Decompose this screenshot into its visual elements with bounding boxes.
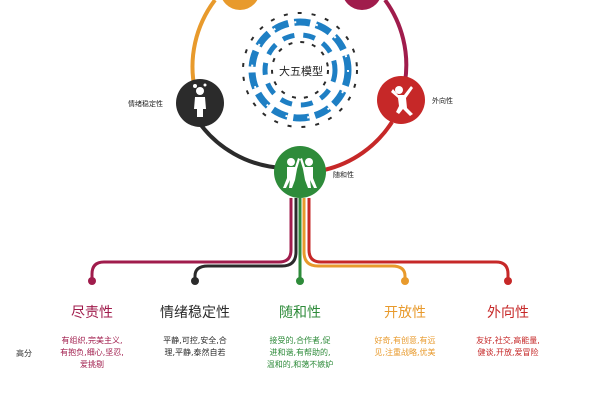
ring-arc-maroon bbox=[383, 0, 409, 83]
trait-title-agreeableness: 随和性 bbox=[279, 305, 321, 321]
ring-arc-black bbox=[194, 116, 285, 170]
trait-desc-extraversion: 友好,社交,高能量, 健谈,开放,爱冒险 bbox=[476, 336, 540, 357]
trait-title-openness: 开放性 bbox=[384, 305, 426, 321]
openness-node-top bbox=[222, 0, 258, 10]
center-label: 大五模型 bbox=[279, 65, 323, 78]
trait-title-neuroticism: 情绪稳定性 bbox=[160, 305, 230, 321]
endpoint-openness bbox=[401, 277, 409, 285]
trait-title-conscientiousness: 尽责性 bbox=[71, 305, 113, 321]
trait-title-extraversion: 外向性 bbox=[487, 305, 529, 321]
calm-person-icon bbox=[176, 79, 224, 127]
connector-extraversion bbox=[307, 198, 510, 278]
connector-conscientiousness bbox=[90, 198, 293, 278]
ring-arc-orange bbox=[190, 0, 217, 91]
row-label-high-score: 高分 bbox=[16, 349, 32, 358]
node-label-extraversion: 外向性 bbox=[432, 97, 453, 105]
endpoint-extraversion bbox=[504, 277, 512, 285]
trait-desc-neuroticism: 平静,可控,安全,合 理,平静,泰然自若 bbox=[163, 336, 227, 357]
endpoint-conscientiousness bbox=[88, 277, 96, 285]
connector-openness bbox=[302, 198, 407, 278]
dna-helix-ring-icon bbox=[242, 12, 358, 128]
connector-endpoints bbox=[88, 277, 512, 285]
two-people-high-five-icon bbox=[274, 146, 326, 198]
conscientiousness-node-top bbox=[344, 0, 380, 10]
node-label-agreeableness: 随和性 bbox=[333, 171, 354, 179]
endpoint-neuroticism bbox=[191, 277, 199, 285]
trait-desc-agreeableness: 接受的,合作者,促 进和谐,有帮助的, 温和的,和蔼不嫉妒 bbox=[266, 336, 334, 369]
node-label-neuroticism: 情绪稳定性 bbox=[128, 100, 163, 108]
ring-arc-red bbox=[323, 120, 394, 172]
endpoint-agreeableness bbox=[296, 277, 304, 285]
trait-desc-openness: 好奇,有创意,有远 见,注重战略,优美 bbox=[374, 336, 436, 357]
connector-neuroticism bbox=[193, 198, 298, 278]
trait-desc-conscientiousness: 有组织,完美主义, 有抱负,细心,坚忍, 爱挑剔 bbox=[60, 336, 124, 369]
connector-lines bbox=[90, 198, 510, 278]
jumping-person-icon bbox=[377, 76, 425, 124]
